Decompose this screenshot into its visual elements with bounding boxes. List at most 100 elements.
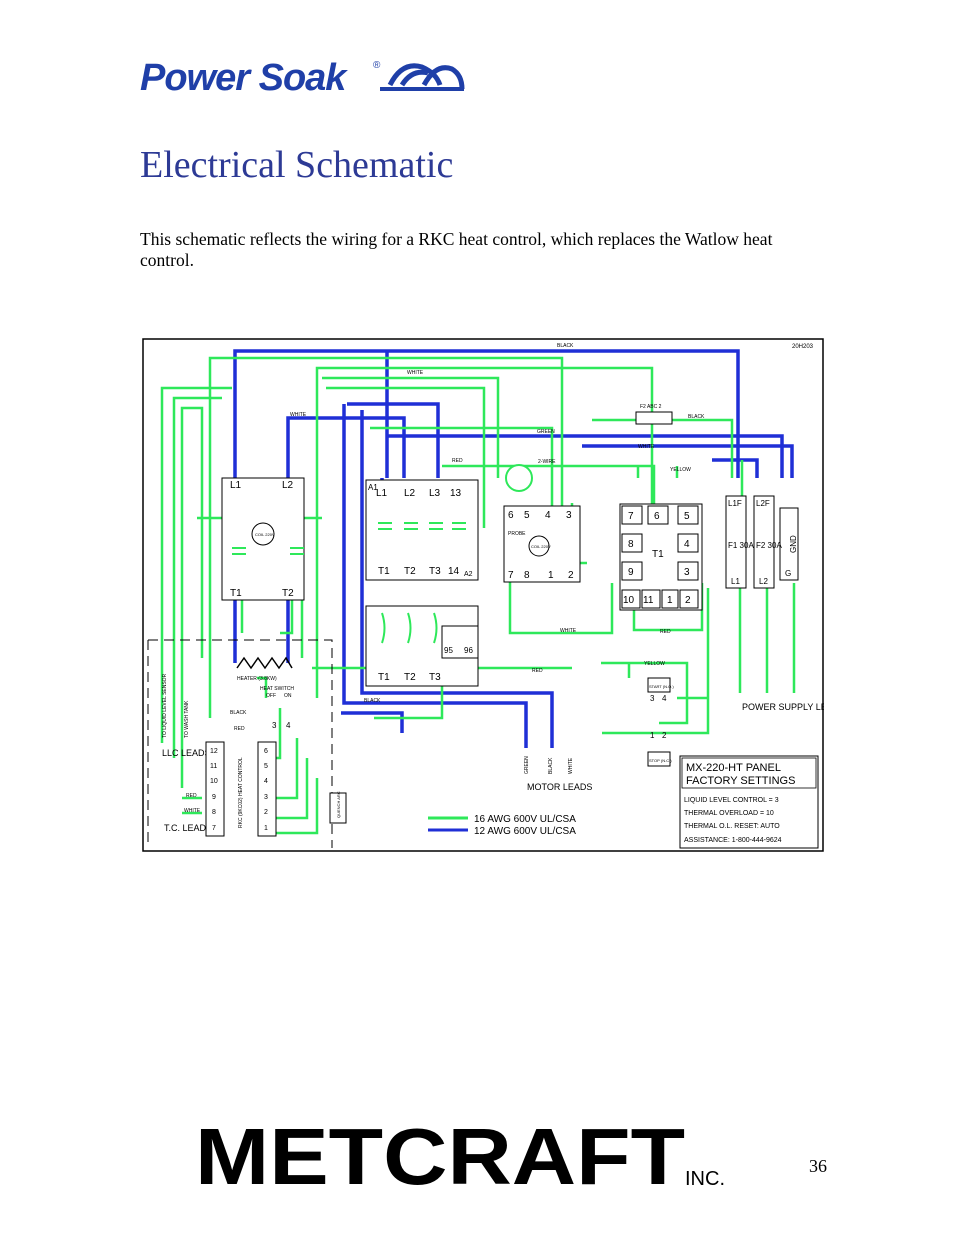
intro-text: This schematic reflects the wiring for a…: [140, 229, 773, 270]
svg-text:8: 8: [212, 809, 216, 816]
svg-text:BLACK: BLACK: [688, 414, 705, 420]
contactor-left: L1 L2 T1 T2 COIL 220V: [221, 477, 305, 601]
svg-text:4: 4: [286, 721, 291, 730]
svg-text:BLACK: BLACK: [230, 710, 247, 716]
svg-text:RED: RED: [234, 726, 245, 732]
svg-text:1: 1: [264, 825, 268, 832]
svg-text:8: 8: [524, 570, 530, 581]
svg-text:GREEN: GREEN: [537, 429, 555, 435]
heater: HEATER (3.8KW) HEAT SWITCH OFF ON 3 4: [236, 656, 294, 730]
svg-text:96: 96: [464, 646, 473, 655]
svg-text:4: 4: [684, 539, 690, 550]
brand-name: Power Soak: [140, 57, 348, 99]
svg-text:MX-220-HT PANEL: MX-220-HT PANEL: [686, 762, 781, 774]
svg-text:RKC (9KC02) HEAT CONTROL: RKC (9KC02) HEAT CONTROL: [238, 757, 244, 828]
svg-text:T1: T1: [652, 549, 664, 560]
llc-box: LLC LEADS T.C. LEADS TO LIQUID LEVEL SEN…: [147, 639, 347, 848]
svg-text:TO WASH TANK: TO WASH TANK: [184, 700, 190, 738]
svg-text:L1F: L1F: [728, 499, 742, 508]
svg-text:RED: RED: [186, 793, 197, 799]
svg-text:HEAT SWITCH: HEAT SWITCH: [260, 686, 294, 692]
svg-text:T1: T1: [378, 566, 390, 577]
svg-text:6: 6: [264, 748, 268, 755]
footer-brand: METCRAFT: [195, 1118, 685, 1193]
svg-text:6: 6: [654, 511, 660, 522]
svg-text:T1: T1: [230, 588, 242, 599]
svg-text:YELLOW: YELLOW: [670, 467, 691, 473]
svg-text:BLACK: BLACK: [548, 757, 554, 774]
svg-text:L1: L1: [731, 577, 740, 586]
svg-text:L1: L1: [230, 480, 242, 491]
svg-text:HEATER (3.8KW): HEATER (3.8KW): [237, 676, 277, 682]
coil-icon: [528, 535, 550, 557]
page-number: 36: [809, 1156, 827, 1176]
svg-text:2: 2: [662, 731, 667, 740]
svg-text:F2 ABC 2: F2 ABC 2: [640, 404, 662, 410]
overload-relay: 95 96 T1 T2 T3: [365, 605, 479, 687]
coil-icon: [251, 522, 275, 546]
svg-text:GND: GND: [789, 535, 798, 553]
svg-text:95: 95: [444, 646, 453, 655]
svg-text:WHITE: WHITE: [290, 412, 307, 418]
svg-text:1: 1: [548, 570, 554, 581]
svg-text:G: G: [785, 569, 791, 578]
svg-text:T3: T3: [429, 672, 441, 683]
svg-text:1: 1: [667, 595, 673, 606]
svg-text:13: 13: [450, 488, 462, 499]
timer-relay: 7 6 5 8 T1 4 9 3 10 11 1 2: [619, 503, 703, 611]
svg-text:L2F: L2F: [756, 499, 770, 508]
svg-text:GREEN: GREEN: [524, 756, 530, 774]
svg-text:RED: RED: [452, 458, 463, 464]
svg-text:4: 4: [545, 510, 551, 521]
svg-text:8: 8: [628, 539, 634, 550]
motor-leads: GREEN BLACK WHITE MOTOR LEADS: [524, 756, 592, 792]
metcraft-logo: METCRAFT INC.: [195, 1118, 725, 1193]
svg-text:L3: L3: [429, 488, 441, 499]
terminal-strip-right: 6 5 4 3 2 1: [264, 748, 268, 832]
svg-text:9: 9: [628, 567, 634, 578]
svg-text:T.C. LEADS: T.C. LEADS: [164, 823, 212, 833]
svg-text:T1: T1: [378, 672, 390, 683]
svg-text:RED: RED: [532, 668, 543, 674]
svg-text:OFF: OFF: [266, 693, 276, 699]
svg-text:L2: L2: [404, 488, 416, 499]
svg-text:L2: L2: [759, 577, 768, 586]
svg-text:11: 11: [643, 595, 654, 606]
registered-mark: ®: [373, 60, 381, 71]
svg-text:ASSISTANCE: 1-800-444-9624: ASSISTANCE: 1-800-444-9624: [684, 837, 782, 844]
svg-text:WHITE: WHITE: [568, 757, 574, 774]
svg-text:A1: A1: [368, 483, 378, 492]
svg-text:T2: T2: [404, 672, 416, 683]
svg-text:QUENCH ARC: QUENCH ARC: [336, 791, 341, 818]
svg-text:T3: T3: [429, 566, 441, 577]
power-leads-label: POWER SUPPLY LEADS: [742, 702, 824, 712]
svg-text:3: 3: [264, 794, 268, 801]
svg-text:7: 7: [212, 825, 216, 832]
wire-labels: BLACK WHITE WHITE GREEN WHITE BLACK RED …: [184, 343, 705, 814]
svg-text:TO LIQUID LEVEL SENSOR: TO LIQUID LEVEL SENSOR: [162, 673, 168, 738]
terminal-strip-left: 12 11 10 9 8 7: [210, 748, 218, 832]
svg-text:2: 2: [685, 595, 691, 606]
svg-text:3: 3: [650, 694, 655, 703]
svg-text:WHITE: WHITE: [560, 628, 577, 634]
wave-icon: [387, 63, 465, 90]
svg-text:MOTOR LEADS: MOTOR LEADS: [527, 782, 592, 792]
svg-text:ON: ON: [284, 693, 292, 699]
svg-text:2: 2: [264, 809, 268, 816]
svg-text:F2 30A: F2 30A: [756, 541, 782, 550]
svg-text:PROBE: PROBE: [508, 531, 526, 537]
svg-text:LLC LEADS: LLC LEADS: [162, 748, 211, 758]
svg-text:5: 5: [264, 763, 268, 770]
svg-text:WHITE: WHITE: [638, 444, 655, 450]
svg-text:COIL 220V: COIL 220V: [531, 544, 551, 549]
svg-text:7: 7: [628, 511, 634, 522]
svg-text:4: 4: [264, 778, 268, 785]
svg-text:T2: T2: [282, 588, 294, 599]
svg-text:5: 5: [684, 511, 690, 522]
svg-text:LIQUID LEVEL CONTROL = 3: LIQUID LEVEL CONTROL = 3: [684, 797, 779, 804]
green-wires: [160, 356, 796, 835]
svg-text:THERMAL O.L. RESET: AUTO: THERMAL O.L. RESET: AUTO: [684, 823, 780, 830]
footer-suffix: INC.: [685, 1168, 725, 1190]
svg-text:BLACK: BLACK: [364, 698, 381, 704]
svg-text:4: 4: [662, 694, 667, 703]
